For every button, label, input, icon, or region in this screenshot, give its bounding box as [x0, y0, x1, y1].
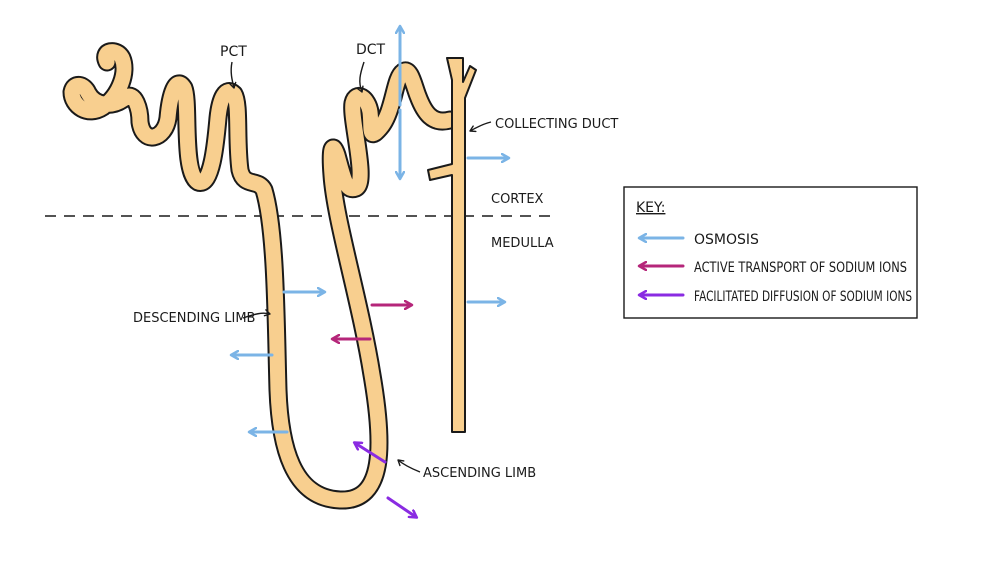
pct-label: PCT — [220, 44, 247, 60]
label-pointers — [229, 61, 492, 473]
facilitated-diffusion-arrows — [355, 443, 416, 517]
key-facilitated-diffusion-label: FACILITATED DIFFUSION OF SODIUM IONS — [694, 289, 912, 305]
descending-limb-pointer — [242, 309, 271, 319]
dct-pointer — [356, 61, 365, 93]
active-transport-arrows — [333, 305, 411, 339]
key-title: KEY: — [636, 200, 665, 216]
pct-pointer — [229, 61, 237, 89]
collecting-duct-pointer — [469, 121, 492, 133]
facilitated-diffusion-arrow-lower — [386, 496, 416, 517]
ascending-limb-pointer — [397, 459, 421, 473]
osmosis-arrows — [232, 27, 508, 432]
medulla-label: MEDULLA — [491, 236, 554, 251]
cortex-label: CORTEX — [491, 192, 544, 207]
collecting-duct — [427, 57, 477, 433]
dct-label: DCT — [356, 42, 386, 58]
collecting-duct-label: COLLECTING DUCT — [495, 117, 618, 132]
key-osmosis-label: OSMOSIS — [694, 232, 759, 248]
key-box: KEY: OSMOSIS ACTIVE TRANSPORT OF SODIUM … — [623, 186, 918, 319]
facilitated-diffusion-arrow-upper — [355, 443, 387, 464]
descending-limb-label: DESCENDING LIMB — [133, 311, 255, 326]
ascending-limb-label: ASCENDING LIMB — [423, 466, 536, 481]
nephron-tubule — [62, 42, 460, 510]
key-active-transport-label: ACTIVE TRANSPORT OF SODIUM IONS — [694, 260, 907, 276]
